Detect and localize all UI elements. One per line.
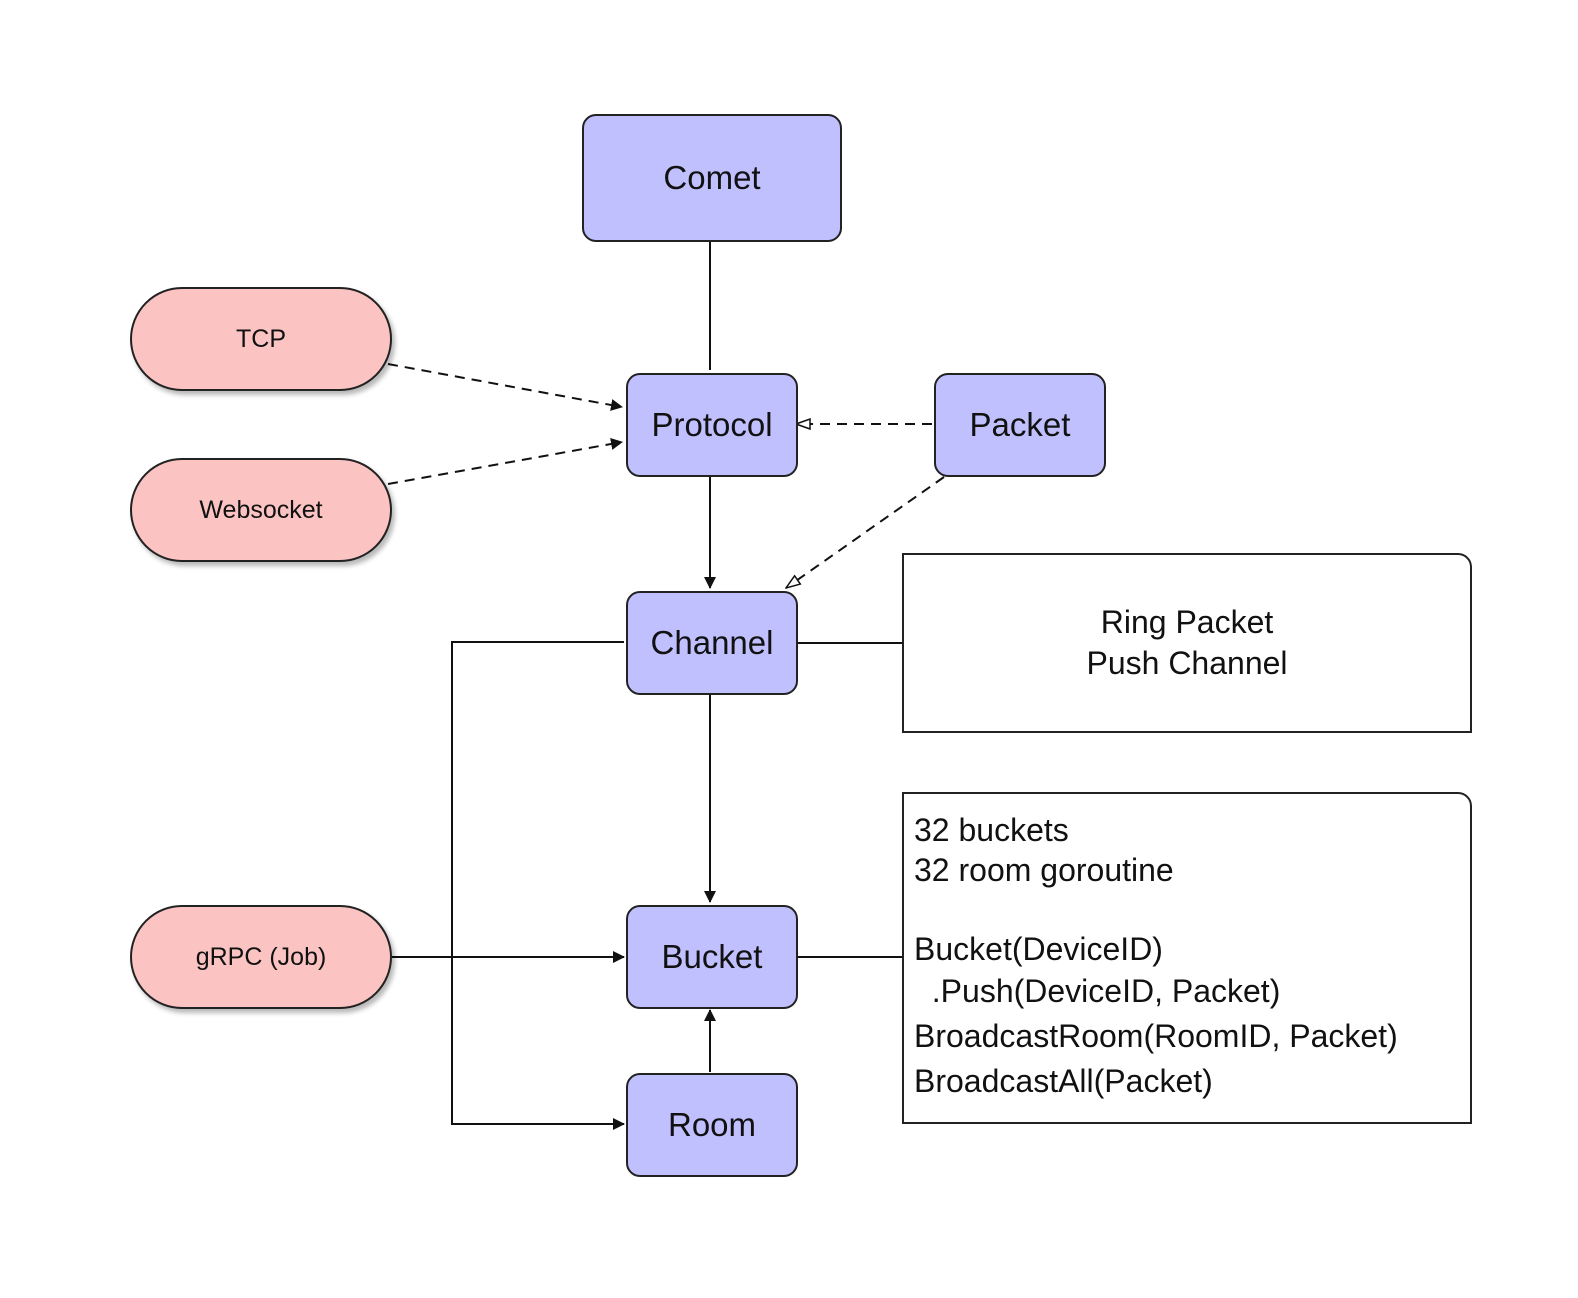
bucket-note-summary: 32 room goroutine [914,852,1174,888]
bucket-label: Bucket [661,938,763,975]
edge-websocket-protocol [387,438,623,485]
channel-label: Channel [650,624,774,661]
channel-note-line: Ring Packet [1100,604,1274,640]
tcp-node: TCP [130,287,392,391]
websocket-node: Websocket [130,458,392,562]
channel-node: Channel [626,591,798,695]
bucket-note: 32 buckets 32 room goroutine Bucket(Devi… [902,792,1472,1124]
edge-channel-room [451,641,625,1130]
grpc-label: gRPC (Job) [195,942,327,971]
packet-node: Packet [934,373,1106,477]
bucket-note-method: Bucket(DeviceID) [914,931,1163,967]
channel-note-line: Push Channel [1086,645,1288,681]
edge-packet-channel [786,476,945,588]
packet-label: Packet [969,406,1071,443]
room-node: Room [626,1073,798,1177]
grpc-node: gRPC (Job) [130,905,392,1009]
bucket-note-summary: 32 buckets [914,812,1069,848]
bucket-note-method: .Push(DeviceID, Packet) [914,973,1281,1009]
comet-node: Comet [582,114,842,242]
protocol-node: Protocol [626,373,798,477]
bucket-node: Bucket [626,905,798,1009]
bucket-note-spacer [914,890,1470,928]
bucket-note-method: BroadcastRoom(RoomID, Packet) [914,1018,1398,1054]
channel-note: Ring Packet Push Channel [902,553,1472,733]
tcp-label: TCP [236,324,286,353]
comet-label: Comet [663,159,761,196]
bucket-note-method: BroadcastAll(Packet) [914,1063,1213,1099]
edge-tcp-protocol [387,363,623,411]
room-label: Room [667,1106,757,1143]
websocket-label: Websocket [199,495,323,524]
protocol-label: Protocol [651,406,773,443]
